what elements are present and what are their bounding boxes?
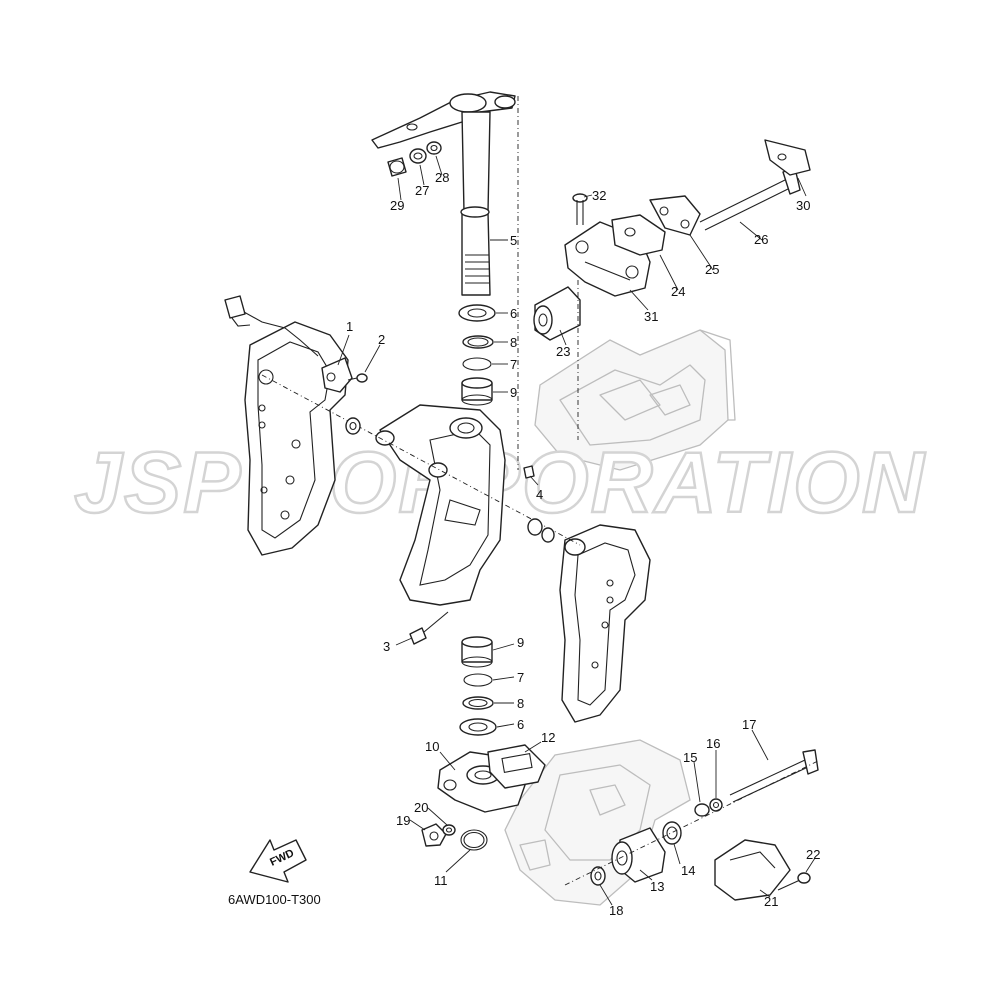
- oring-7-lower: [463, 673, 493, 687]
- callout-21: 21: [764, 894, 778, 909]
- nut-29: [387, 157, 407, 177]
- callout-16: 16: [706, 736, 720, 751]
- diagram-code: 6AWD100-T300: [228, 892, 321, 907]
- washer-20: [442, 824, 456, 836]
- fwd-arrow-icon: FWD: [249, 839, 307, 883]
- callout-22: 22: [806, 847, 820, 862]
- callout-32: 32: [592, 188, 606, 203]
- callout-27: 27: [415, 183, 429, 198]
- circlip-11: [460, 829, 488, 851]
- callout-8-lower: 8: [517, 696, 524, 711]
- cover-21: [714, 839, 791, 901]
- steering-arm: [371, 91, 516, 149]
- callout-5: 5: [510, 233, 517, 248]
- bolt-17: [729, 749, 819, 803]
- bolt-26: [699, 167, 801, 231]
- washer-6-upper: [458, 304, 496, 322]
- callout-12: 12: [541, 730, 555, 745]
- plate-24: [611, 214, 666, 256]
- bracket-30: [764, 139, 811, 176]
- callout-3: 3: [383, 639, 390, 654]
- bolt-3: [409, 611, 449, 645]
- callout-7-upper: 7: [510, 357, 517, 372]
- callout-9-lower: 9: [517, 635, 524, 650]
- bolt-32: [572, 193, 588, 225]
- clamp-bracket-right: [559, 524, 651, 723]
- callout-18: 18: [609, 903, 623, 918]
- screw-2: [347, 373, 368, 383]
- callout-23: 23: [556, 344, 570, 359]
- clip-1: [321, 357, 353, 393]
- tube-collar-right: [527, 518, 555, 543]
- callout-1: 1: [346, 319, 353, 334]
- callout-30: 30: [796, 198, 810, 213]
- lower-case-ghost: [504, 739, 691, 906]
- leader-lines: [337, 155, 816, 906]
- callout-28: 28: [435, 170, 449, 185]
- mount-rubber-23: [533, 286, 581, 341]
- callout-4: 4: [536, 487, 543, 502]
- wire-harness: [224, 295, 319, 357]
- callout-20: 20: [414, 800, 428, 815]
- plate-12: [487, 744, 546, 789]
- callout-26: 26: [754, 232, 768, 247]
- nut-19: [421, 823, 447, 847]
- bolt-22: [777, 872, 811, 891]
- washer-18: [590, 866, 606, 886]
- axis-line-lower-mount: [564, 759, 821, 886]
- oring-7-upper: [462, 357, 492, 371]
- callout-31: 31: [644, 309, 658, 324]
- callout-9-upper: 9: [510, 385, 517, 400]
- clamp-bracket-left: [244, 321, 349, 556]
- callout-2: 2: [378, 332, 385, 347]
- grease-nipple-4: [523, 465, 535, 479]
- axis-line-tilt-tube: [261, 374, 581, 546]
- plate-25: [649, 195, 701, 236]
- callout-29: 29: [390, 198, 404, 213]
- callout-8-upper: 8: [510, 335, 517, 350]
- tube-collar-left: [345, 417, 361, 435]
- washer-28: [426, 141, 442, 155]
- callout-14: 14: [681, 863, 695, 878]
- washer-6-lower: [459, 718, 497, 736]
- callout-10: 10: [425, 739, 439, 754]
- callout-24: 24: [671, 284, 685, 299]
- callout-19: 19: [396, 813, 410, 828]
- callout-6-lower: 6: [517, 717, 524, 732]
- callout-17: 17: [742, 717, 756, 732]
- callout-7-lower: 7: [517, 670, 524, 685]
- callout-6-upper: 6: [510, 306, 517, 321]
- callout-25: 25: [705, 262, 719, 277]
- callout-15: 15: [683, 750, 697, 765]
- callout-13: 13: [650, 879, 664, 894]
- callout-labels: 1 2 3 4 5 6 8 7 9 9 7 8 6 10 11 12 13 14…: [346, 170, 820, 918]
- bushing-9-upper: [461, 377, 493, 406]
- washer-8-upper: [462, 335, 494, 349]
- washer-8-lower: [462, 696, 494, 710]
- bushing-9-lower: [461, 636, 493, 668]
- washer-15: [694, 803, 710, 817]
- engine-mount-ghost: [534, 329, 736, 471]
- nut-27: [409, 148, 427, 164]
- washer-14: [662, 821, 682, 845]
- callout-11: 11: [434, 873, 448, 888]
- steering-shaft: [460, 111, 491, 296]
